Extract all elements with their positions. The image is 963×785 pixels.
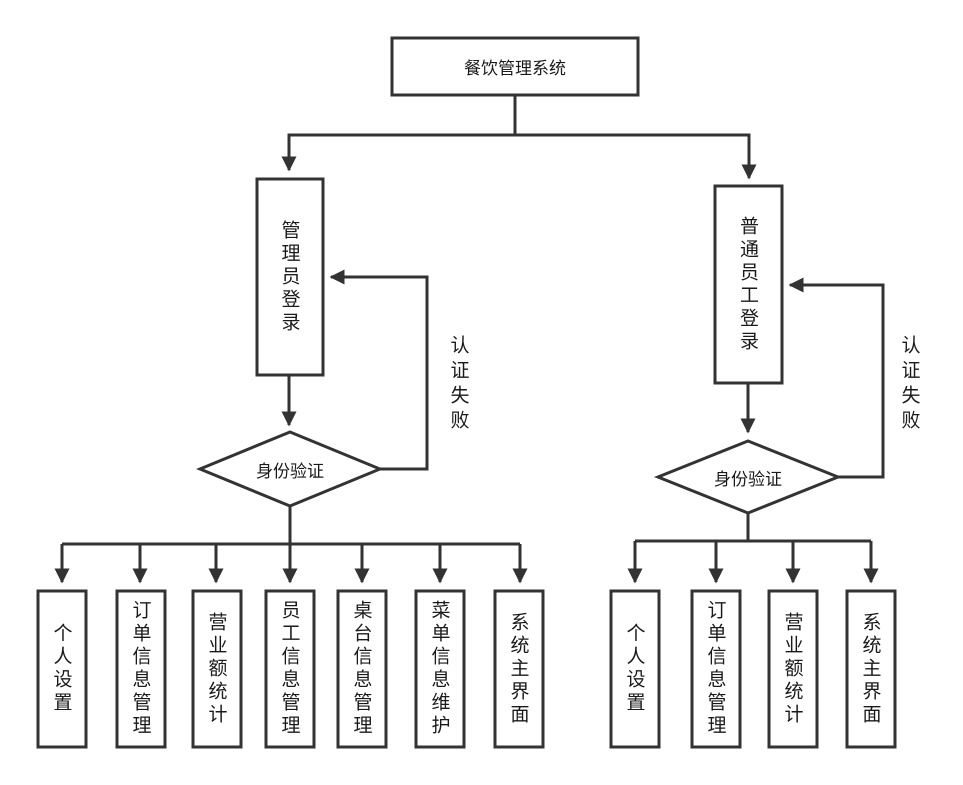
admin-module-label: 桌台信息管理 <box>350 600 373 738</box>
staff-module-box <box>767 589 819 749</box>
staff-verify-label: 身份验证 <box>714 469 782 490</box>
root-connector <box>281 95 517 172</box>
admin-module-label: 订单信息管理 <box>129 600 152 738</box>
staff-branch-line <box>635 513 871 543</box>
admin-module-label: 员工信息管理 <box>278 600 301 738</box>
admin-module-label: 营业额统计 <box>205 611 228 727</box>
admin-module-box <box>264 589 316 749</box>
staff-module-label: 订单信息管理 <box>704 600 727 738</box>
admin-branch-line <box>62 506 520 546</box>
admin-fail-loop <box>329 269 429 471</box>
admin-module-box <box>191 589 243 749</box>
staff-fail-loop <box>788 277 885 479</box>
staff-module-label: 营业额统计 <box>781 611 804 727</box>
admin-verify-label: 身份验证 <box>256 461 324 482</box>
staff-login-label: 普通员工登录 <box>737 215 759 354</box>
staff-module-label: 个人设置 <box>623 623 646 715</box>
admin-module-label: 系统主界面 <box>507 611 530 727</box>
staff-module-box <box>690 589 742 749</box>
admin-module-box <box>336 589 388 749</box>
admin-module-box <box>115 589 167 749</box>
root-connector-right <box>515 133 757 180</box>
staff-module-box <box>845 589 897 749</box>
admin-module-label: 菜单信息维护 <box>428 600 451 738</box>
admin-module-box <box>493 589 545 749</box>
admin-module-box <box>36 589 88 749</box>
admin-module-label: 个人设置 <box>50 623 73 715</box>
admin-login-label: 管理员登录 <box>278 219 301 335</box>
admin-module-box <box>414 589 466 749</box>
admin-fail-label: 认证失败 <box>447 335 470 435</box>
staff-fail-label: 认证失败 <box>898 335 921 435</box>
root-title: 餐饮管理系统 <box>464 59 566 79</box>
staff-module-label: 系统主界面 <box>859 611 882 727</box>
staff-module-box <box>609 589 661 749</box>
